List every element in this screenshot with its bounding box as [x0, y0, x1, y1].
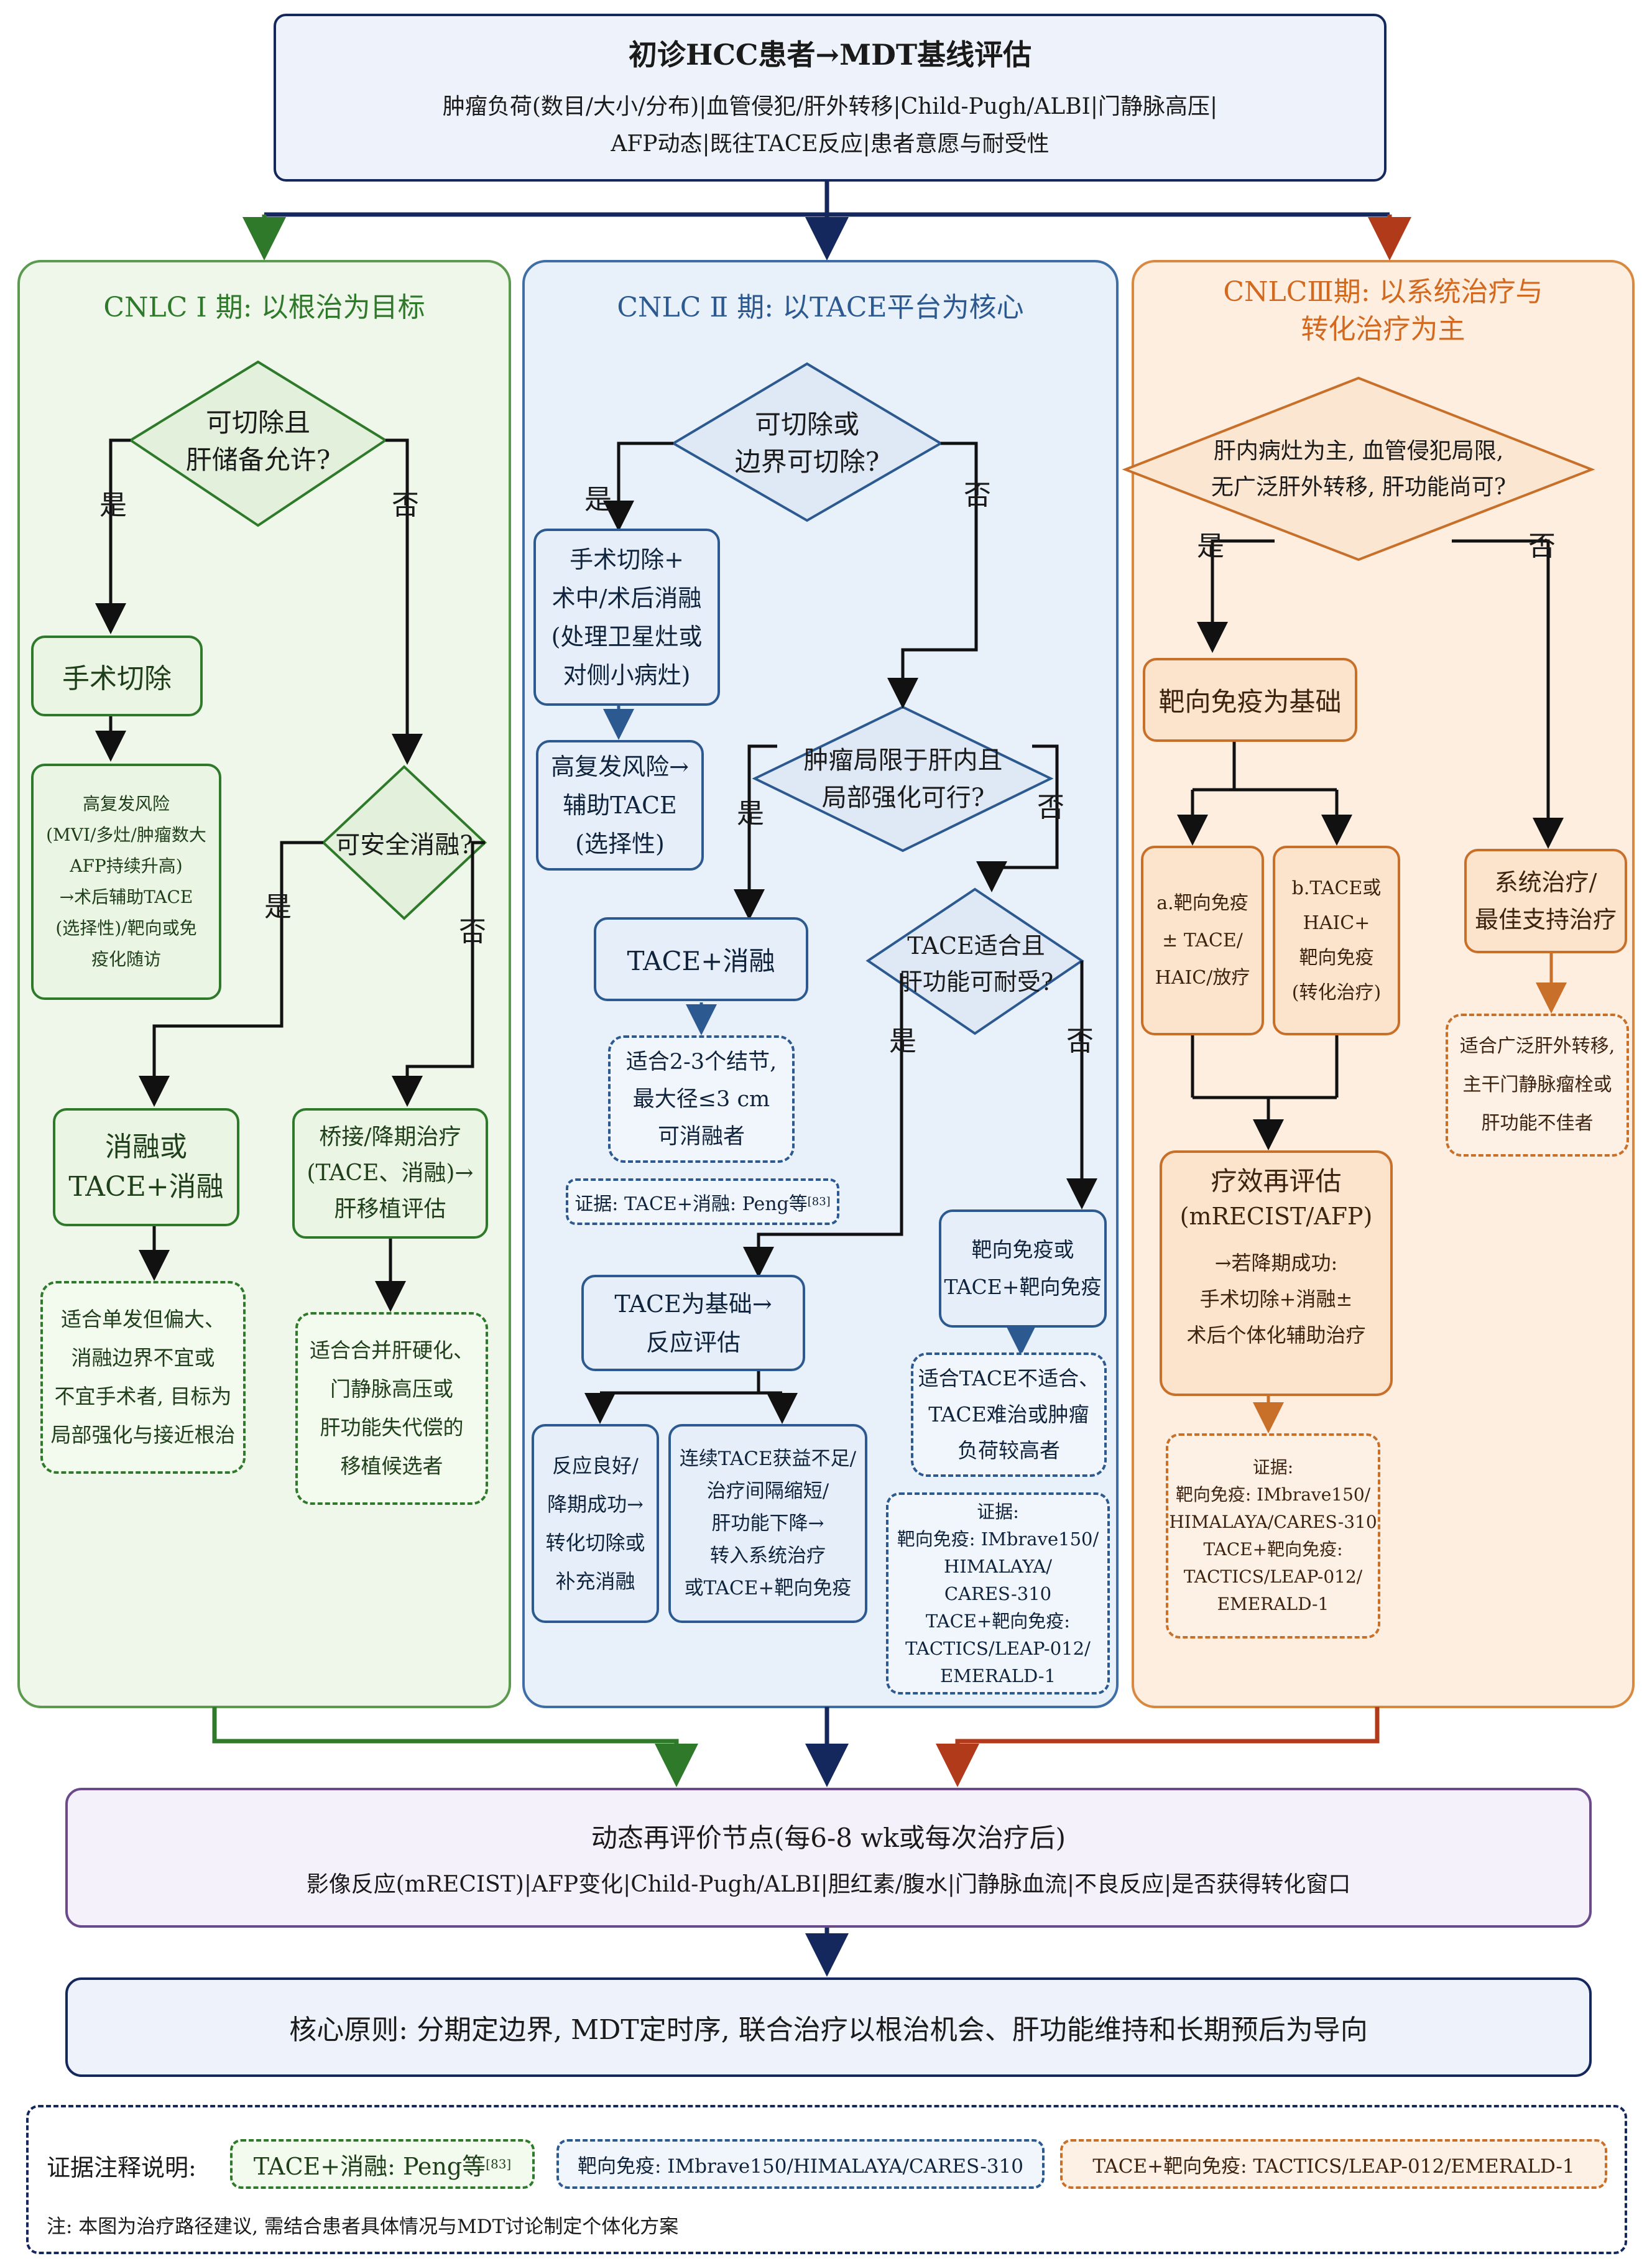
stage2-title: CNLC Ⅱ 期: 以TACE平台为核心: [617, 292, 1024, 323]
stage2-evidence1: 证据: TACE+消融: Peng等[83]: [566, 1178, 839, 1225]
stage2-q3-text: TACE适合且肝功能可耐受?: [898, 932, 1054, 996]
stage2-q2-diamond: [752, 705, 1054, 853]
stage3-no-label: 否: [1528, 530, 1556, 562]
core-text: 核心原则: 分期定边界, MDT定时序, 联合治疗以根治机会、肝功能维持和长期预…: [289, 2014, 1368, 2046]
stage1-yes2-label: 是: [264, 891, 292, 923]
stage3-base-box: 靶向免疫为基础: [1143, 658, 1357, 742]
legend-orange: TACE+靶向免疫: TACTICS/LEAP-012/EMERALD-1: [1060, 2139, 1607, 2189]
stage3-q1-diamond: [1122, 376, 1595, 562]
dynamic-line: 影像反应(mRECIST)|AFP变化|Child-Pugh/ALBI|胆红素/…: [306, 1872, 1351, 1897]
stage1-surgery-box: 手术切除: [31, 636, 203, 716]
stage2-q2-text: 肿瘤局限于肝内且局部强化可行?: [803, 746, 1003, 812]
stage3-systemic-box: 系统治疗/最佳支持治疗: [1464, 849, 1627, 953]
stage2-tace-ablation-box: TACE+消融: [594, 917, 808, 1001]
stage1-yes-label: 是: [99, 489, 127, 521]
stage3-systemic-note: 适合广泛肝外转移,主干门静脉瘤栓或 肝功能不佳者: [1446, 1014, 1629, 1157]
legend-label: 证据注释说明:: [47, 2154, 196, 2181]
stage2-q3-diamond: [865, 887, 1084, 1035]
mdt-baseline-box: 初诊HCC患者→MDT基线评估 肿瘤负荷(数目/大小/分布)|血管侵犯/肝外转移…: [274, 14, 1387, 182]
stage2-yes-label: 是: [584, 484, 612, 516]
stage1-bridge-note: 适合合并肝硬化、门静脉高压或 肝功能失代偿的移植候选者: [295, 1312, 488, 1505]
dynamic-title: 动态再评价节点(每6-8 wk或每次治疗后): [591, 1823, 1066, 1853]
stage2-no2-label: 否: [1037, 792, 1064, 823]
legend-green: TACE+消融: Peng等[83]: [230, 2139, 535, 2189]
stage2-evidence2: 证据:靶向免疫: IMbrave150/ HIMALAYA/CARES-310 …: [886, 1492, 1110, 1695]
stage2-yes2-label: 是: [737, 798, 764, 830]
dynamic-reevaluation-box: 动态再评价节点(每6-8 wk或每次治疗后) 影像反应(mRECIST)|AFP…: [65, 1788, 1592, 1928]
mdt-line1: 肿瘤负荷(数目/大小/分布)|血管侵犯/肝外转移|Child-Pugh/ALBI…: [442, 94, 1218, 119]
stage2-targeted-note: 适合TACE不适合、TACE难治或肿瘤 负荷较高者: [911, 1352, 1107, 1477]
stage3-title: CNLCⅢ期: 以系统治疗与 转化治疗为主: [1223, 276, 1543, 345]
stage3-q1-text: 肝内病灶为主, 血管侵犯局限,无广泛肝外转移, 肝功能尚可?: [1211, 438, 1507, 500]
stage1-no-label: 否: [392, 489, 419, 521]
stage3-reevaluation-box: 疗效再评估 (mRECIST/AFP) →若降期成功: 手术切除+消融± 术后个…: [1160, 1150, 1393, 1396]
mdt-line2: AFP动态|既往TACE反应|患者意愿与耐受性: [611, 131, 1050, 157]
stage2-q1-diamond: [671, 362, 943, 522]
stage2-poor-response-box: 连续TACE获益不足/治疗间隔缩短/ 肝功能下降→转入系统治疗 或TACE+靶向…: [668, 1424, 867, 1623]
stage1-q1-diamond: [128, 360, 388, 527]
stage2-high-risk-box: 高复发风险→辅助TACE (选择性): [536, 740, 704, 871]
stage2-yes3-label: 是: [889, 1025, 916, 1057]
stage1-q2-diamond: [321, 765, 487, 920]
stage2-tace-base-box: TACE为基础→反应评估: [581, 1275, 805, 1371]
stage3-option-a-box: a.靶向免疫± TACE/ HAIC/放疗: [1141, 846, 1264, 1035]
stage2-q1-text: 可切除或边界可切除?: [734, 409, 880, 477]
stage2-tace-ablation-note: 适合2-3个结节,最大径≤3 cm 可消融者: [608, 1035, 795, 1163]
stage1-q1-text: 可切除且肝储备允许?: [185, 407, 331, 475]
stage1-ablation-note: 适合单发但偏大、消融边界不宜或 不宜手术者, 目标为局部强化与接近根治: [40, 1281, 246, 1474]
stage1-adjuvant-box: 高复发风险(MVI/多灶/肿瘤数大 AFP持续升高)→术后辅助TACE (选择性…: [31, 764, 221, 1000]
stage3-yes-label: 是: [1197, 530, 1224, 562]
stage2-no-label: 否: [964, 479, 991, 511]
mdt-title: 初诊HCC患者→MDT基线评估: [628, 38, 1032, 72]
stage1-title: CNLC Ⅰ 期: 以根治为目标: [103, 292, 425, 323]
legend-blue: 靶向免疫: IMbrave150/HIMALAYA/CARES-310: [556, 2139, 1045, 2189]
stage2-good-response-box: 反应良好/降期成功→ 转化切除或补充消融: [532, 1424, 659, 1623]
legend-note: 注: 本图为治疗路径建议, 需结合患者具体情况与MDT讨论制定个体化方案: [47, 2216, 679, 2238]
stage2-no3-label: 否: [1066, 1025, 1094, 1057]
stage1-bridge-box: 桥接/降期治疗(TACE、消融)→ 肝移植评估: [292, 1108, 488, 1239]
stage1-q2-text: 可安全消融?: [335, 831, 473, 859]
stage1-no2-label: 否: [459, 916, 486, 948]
core-principle-box: 核心原则: 分期定边界, MDT定时序, 联合治疗以根治机会、肝功能维持和长期预…: [65, 1977, 1592, 2077]
stage2-surgery-box: 手术切除+术中/术后消融 (处理卫星灶或对侧小病灶): [533, 529, 720, 706]
